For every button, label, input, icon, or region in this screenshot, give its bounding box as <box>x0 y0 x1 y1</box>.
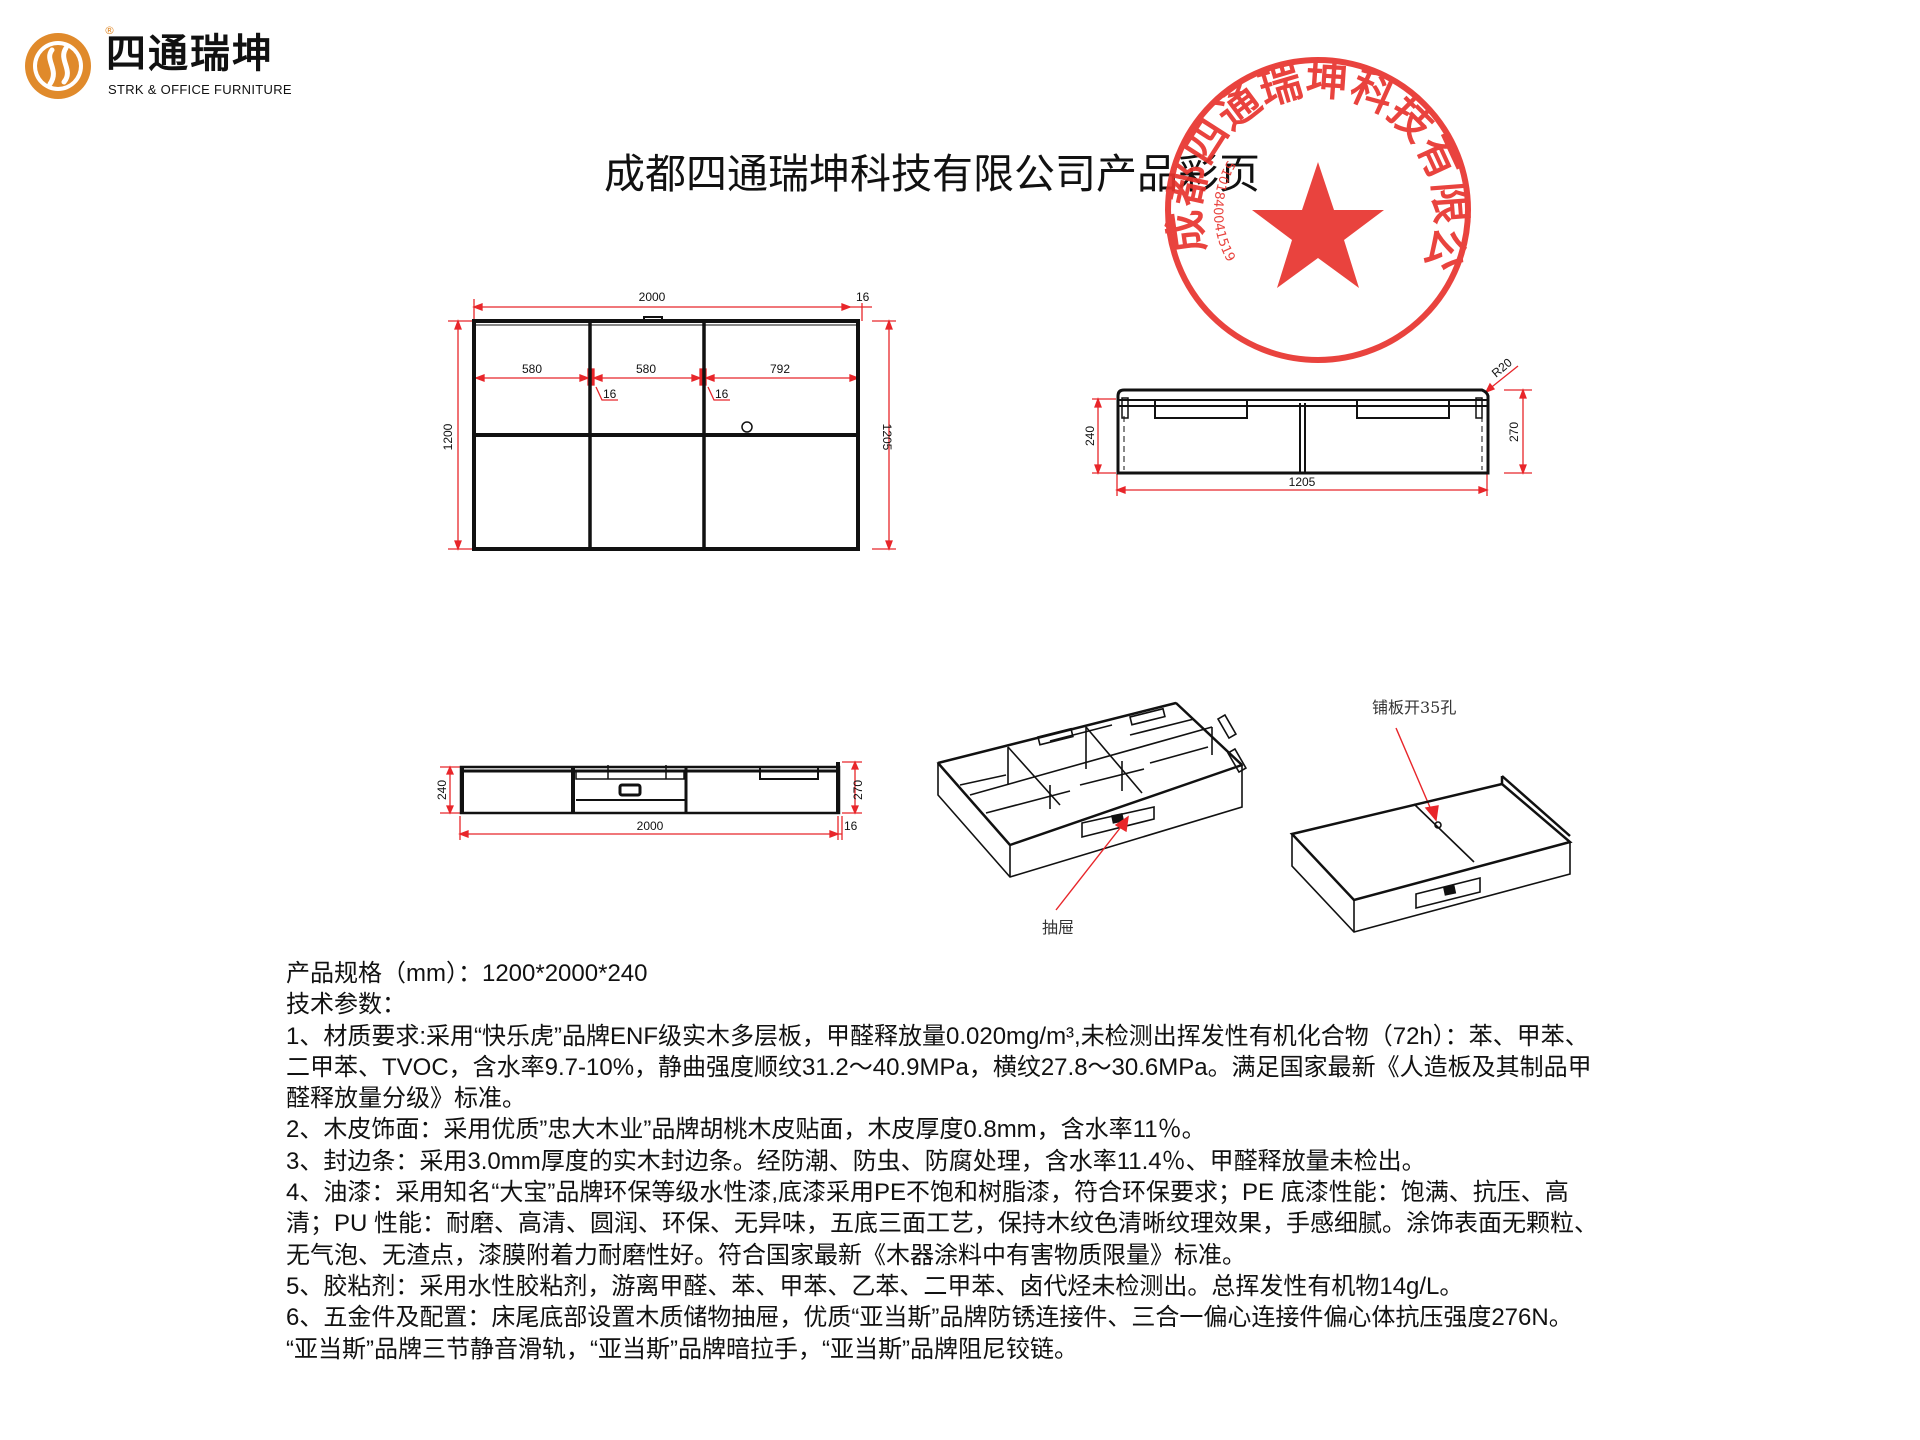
side-view-drawing: 240 270 1205 R20 <box>1083 355 1532 496</box>
spec-line: 2、木皮饰面：采用优质”忠大木业”品牌胡桃木皮贴面，木皮厚度0.8mm，含水率1… <box>286 1116 1206 1144</box>
dim-right-height: 270 <box>1507 422 1521 442</box>
page-title: 成都四通瑞坤科技有限公司产品彩页 <box>604 150 1260 198</box>
spec-line: 5、胶粘剂：采用水性胶粘剂，游离甲醛、苯、甲苯、乙苯、二甲苯、卤代烃未检测出。总… <box>286 1272 1464 1300</box>
dim-section-1: 580 <box>522 362 542 376</box>
spec-size: 产品规格（mm）：1200*2000*240 <box>286 960 648 987</box>
dim-overall-width: 2000 <box>639 290 666 304</box>
company-seal: 成都四通瑞坤科技有限公司 5101840041519 <box>1137 11 1476 363</box>
star-icon <box>1252 162 1384 288</box>
company-logo: ® 四通瑞坤 STRK & OFFICE FURNITURE <box>20 24 312 104</box>
logo-emblem-icon <box>25 33 91 99</box>
product-specs: 产品规格（mm）：1200*2000*240 技术参数： 1、材质要求:采用“快… <box>286 958 1846 1365</box>
dim-side-panel: 16 <box>844 819 858 833</box>
dim-divider-1: 16 <box>603 387 617 401</box>
registered-mark: ® <box>104 24 115 37</box>
callout-hole: 铺板开35孔 <box>1372 698 1457 717</box>
iso-closed-drawing <box>1289 727 1573 933</box>
spec-line: 醛释放量分级》标准。 <box>286 1085 526 1113</box>
spec-line: 清；PU 性能：耐磨、高清、圆润、环保、无异味，五底三面工艺，保持木纹色清晰纹理… <box>286 1210 1599 1238</box>
top-view-drawing: 2000 16 580 580 792 16 16 1200 1205 <box>441 290 896 551</box>
dim-section-2: 580 <box>636 362 656 376</box>
spec-line: “亚当斯”品牌三节静音滑轨，“亚当斯”品牌暗拉手，“亚当斯”品牌阻尼铰链。 <box>286 1335 1078 1363</box>
callout-drawer: 抽屉 <box>1042 918 1075 937</box>
spec-line: 二甲苯、TVOC，含水率9.7-10%，静曲强度顺纹31.2～40.9MPa，横… <box>286 1053 1592 1081</box>
dim-side-panel: 16 <box>856 290 870 304</box>
dim-right-height: 1205 <box>880 424 894 451</box>
spec-line: 6、五金件及配置：床尾底部设置木质储物抽屉，优质“亚当斯”品牌防锈连接件、三合一… <box>286 1304 1573 1332</box>
dim-radius: R20 <box>1489 355 1515 380</box>
iso-open-drawing <box>936 701 1248 911</box>
spec-params-heading: 技术参数： <box>286 991 406 1019</box>
dim-left-height: 240 <box>1083 426 1097 446</box>
dim-right-height: 270 <box>851 780 865 800</box>
dim-divider-2: 16 <box>715 387 729 401</box>
spec-line: 无气泡、无渣点，漆膜附着力耐磨性好。符合国家最新《木器涂料中有害物质限量》标准。 <box>286 1241 1246 1269</box>
logo-brand-en: STRK & OFFICE FURNITURE <box>108 82 292 97</box>
spec-line: 1、材质要求:采用“快乐虎”品牌ENF级实木多层板，甲醛释放量0.020mg/m… <box>286 1022 1589 1050</box>
spec-line: 4、油漆：采用知名“大宝”品牌环保等级水性漆,底漆采用PE不饱和树脂漆，符合环保… <box>286 1179 1569 1207</box>
dim-width: 1205 <box>1289 475 1316 489</box>
dim-left-height: 1200 <box>441 423 455 450</box>
front-view-drawing: 240 270 2000 16 <box>435 760 865 840</box>
dim-section-3: 792 <box>770 362 790 376</box>
spec-line: 3、封边条：采用3.0mm厚度的实木封边条。经防潮、防虫、防腐处理，含水率11.… <box>286 1147 1426 1175</box>
logo-brand-cn: 四通瑞坤 <box>106 31 274 77</box>
dim-left-height: 240 <box>435 780 449 800</box>
dim-width: 2000 <box>637 819 664 833</box>
